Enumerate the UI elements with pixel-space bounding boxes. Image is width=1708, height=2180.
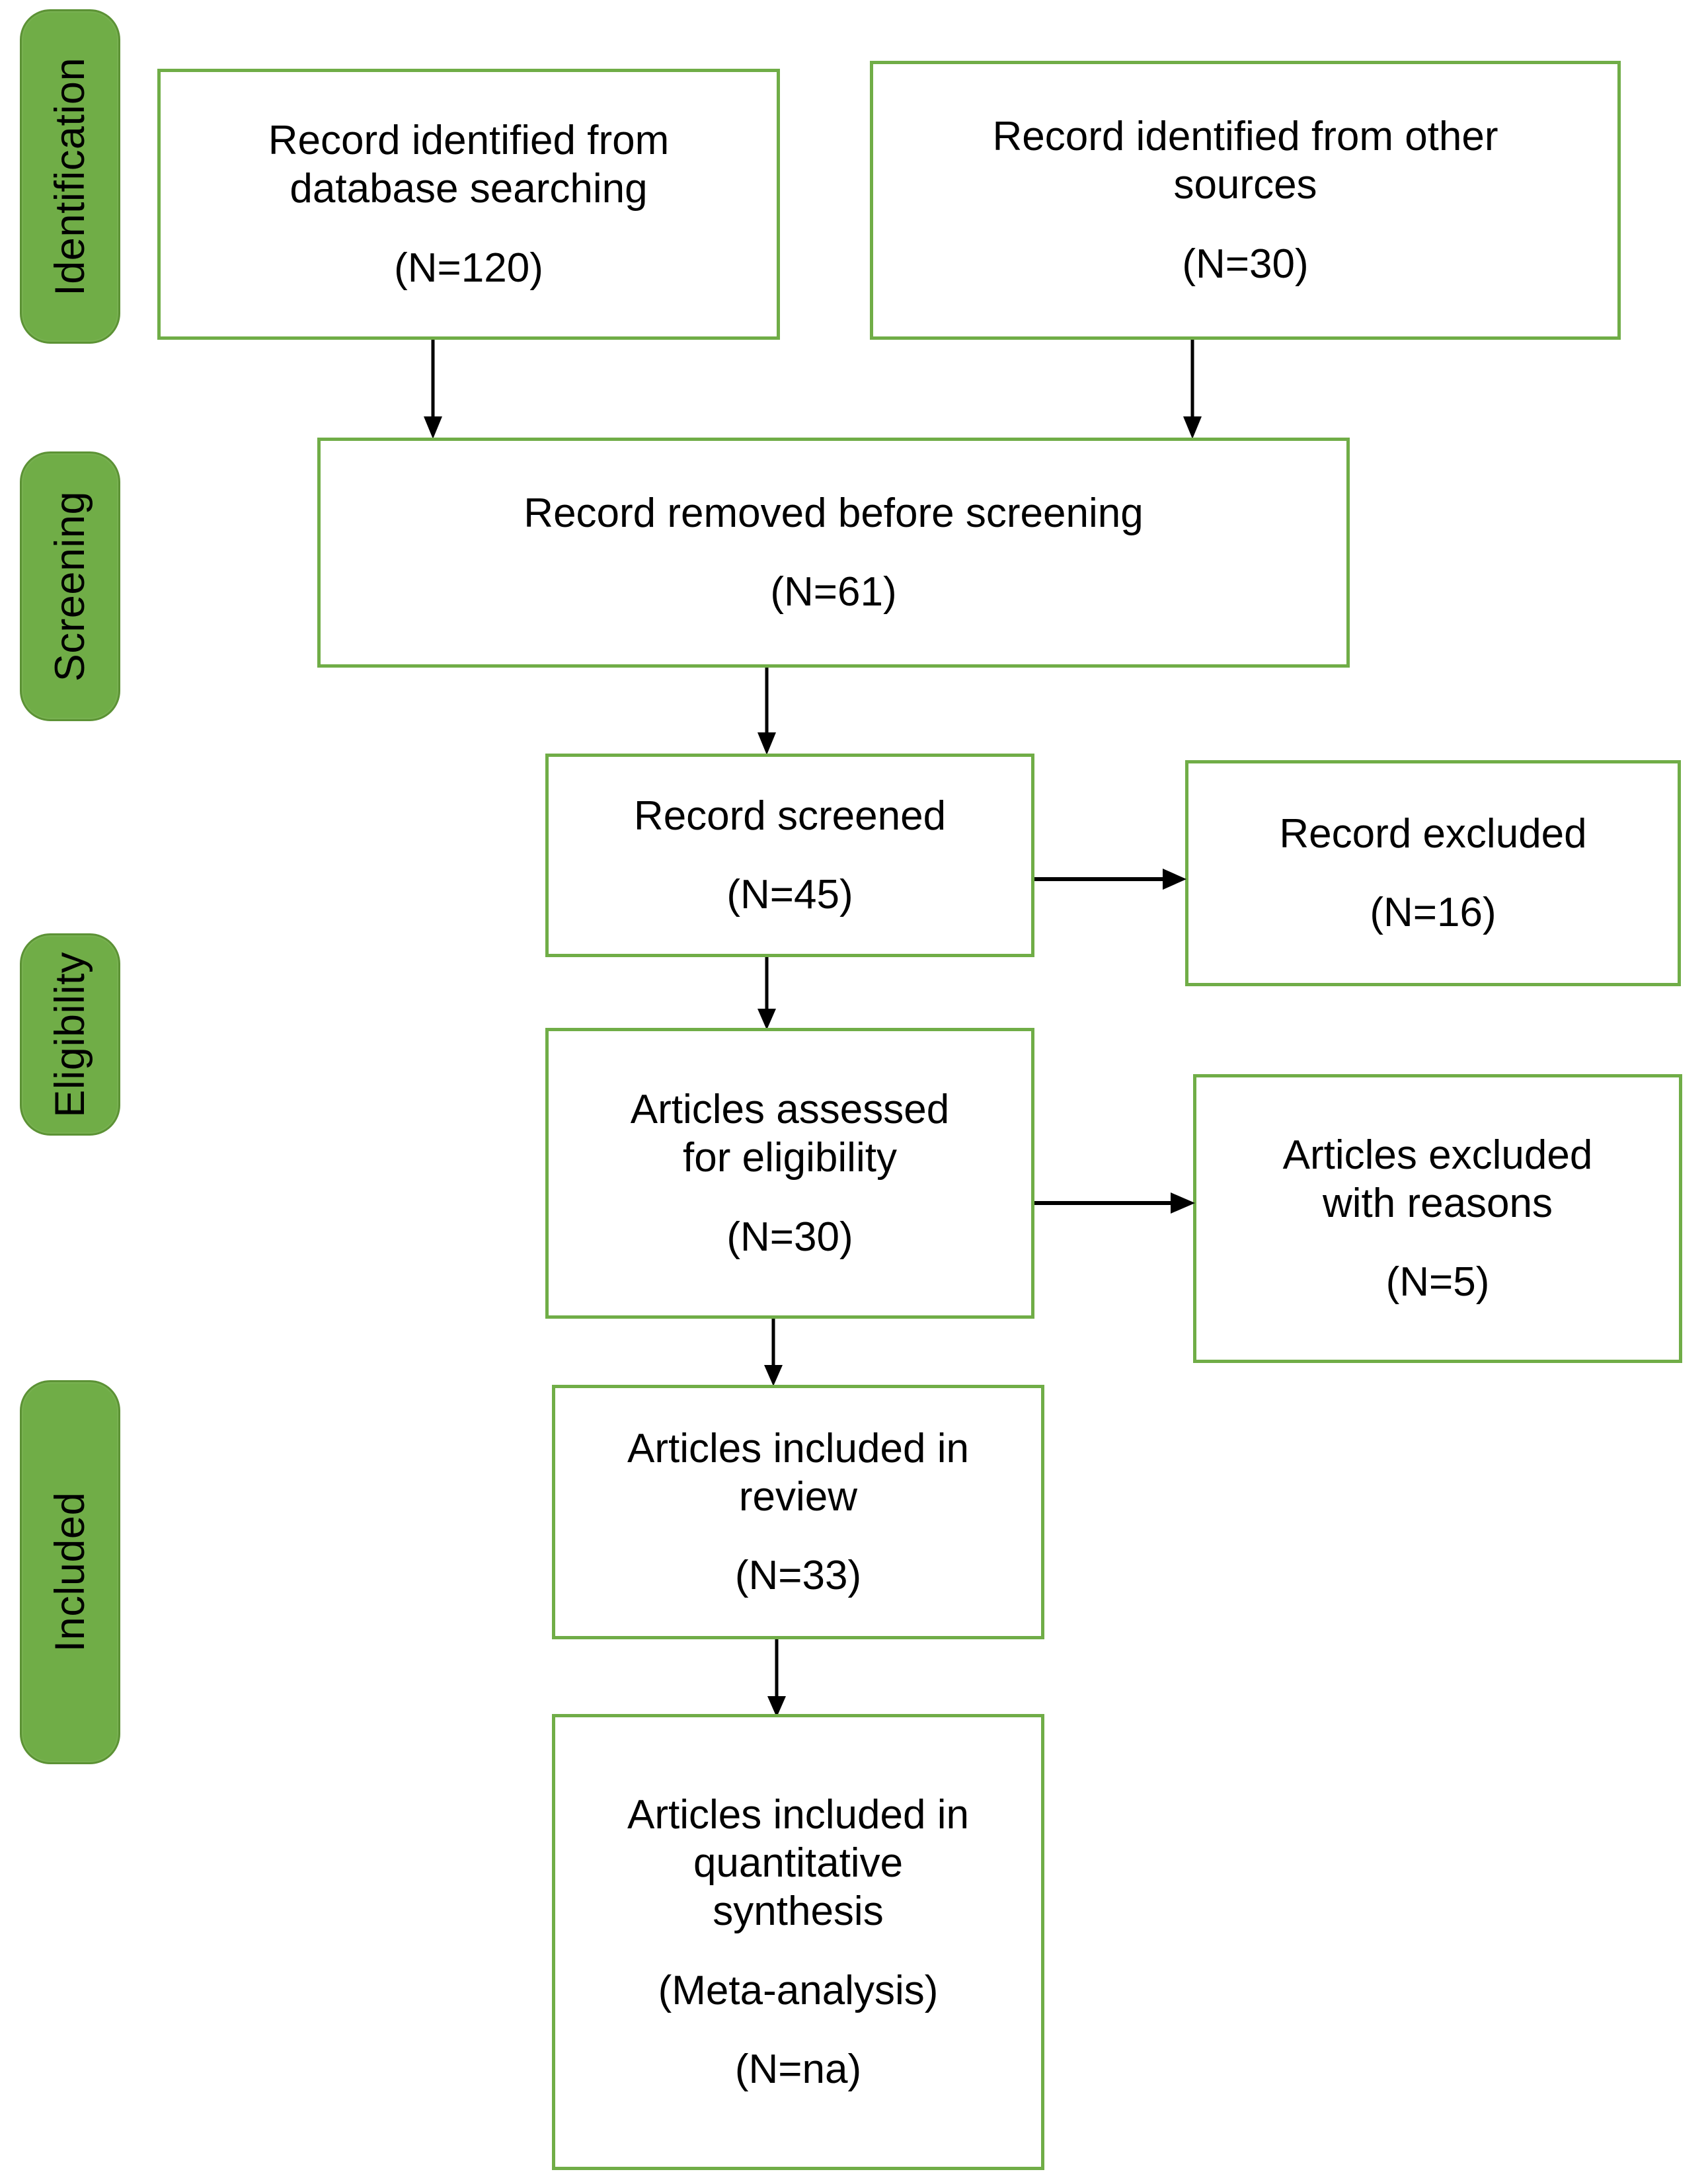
box-record-excluded-count: (N=16) (1370, 890, 1496, 935)
arrow-included-review-to-quantitative (763, 1639, 790, 1719)
box-database-search: Record identified from database searchin… (157, 69, 780, 340)
arrow-removed-to-record-screened (754, 668, 780, 756)
box-included-quantitative-line2: quantitative (693, 1840, 904, 1887)
stage-bar-included: Included (20, 1380, 120, 1764)
box-database-search-line1: Record identified from (268, 118, 670, 164)
box-database-search-count: (N=120) (394, 245, 543, 291)
stage-bar-screening: Screening (20, 451, 120, 721)
box-record-excluded-line1: Record excluded (1279, 810, 1587, 857)
arrow-record-screened-to-record-excluded (1034, 866, 1188, 892)
box-included-quantitative: Articles included in quantitative synthe… (552, 1714, 1044, 2170)
box-record-screened-line1: Record screened (633, 793, 947, 839)
box-included-review-line2: review (738, 1473, 858, 1520)
box-other-sources: Record identified from other sources (N=… (870, 61, 1621, 340)
arrow-other-sources-to-removed (1179, 340, 1206, 440)
arrow-database-search-to-removed (420, 340, 446, 440)
box-articles-excluded: Articles excluded with reasons (N=5) (1193, 1074, 1682, 1363)
box-included-quantitative-line4: (Meta-analysis) (658, 1967, 939, 2013)
box-other-sources-count: (N=30) (1182, 241, 1309, 287)
box-removed-before-screening: Record removed before screening (N=61) (317, 438, 1350, 668)
arrow-record-screened-to-assessed (754, 957, 780, 1031)
stage-bar-identification: Identification (20, 9, 120, 344)
box-included-review-line1: Articles included in (627, 1425, 969, 1471)
box-database-search-line2: database searching (290, 166, 648, 212)
stage-label-identification: Identification (47, 57, 93, 296)
box-articles-excluded-count: (N=5) (1385, 1259, 1490, 1305)
box-included-review: Articles included in review (N=33) (552, 1385, 1044, 1639)
box-assessed-eligibility-line1: Articles assessed (630, 1087, 950, 1133)
box-assessed-eligibility: Articles assessed for eligibility (N=30) (545, 1028, 1034, 1319)
box-other-sources-line1: Record identified from other (992, 114, 1498, 160)
stage-label-included: Included (47, 1492, 93, 1653)
box-included-quantitative-line1: Articles included in (627, 1792, 969, 1838)
box-articles-excluded-line2: with reasons (1322, 1180, 1553, 1226)
box-included-quantitative-count: (N=na) (734, 2046, 862, 2092)
arrow-assessed-to-articles-excluded (1034, 1190, 1196, 1216)
box-other-sources-line2: sources (1173, 162, 1317, 208)
stage-label-screening: Screening (47, 490, 93, 682)
box-included-review-count: (N=33) (734, 1553, 862, 1599)
box-removed-before-screening-line1: Record removed before screening (524, 490, 1144, 536)
stage-label-eligibility: Eligibility (47, 951, 93, 1118)
arrow-assessed-to-included-review (760, 1319, 787, 1387)
box-record-excluded: Record excluded (N=16) (1185, 760, 1681, 986)
box-record-screened: Record screened (N=45) (545, 754, 1034, 957)
box-assessed-eligibility-line2: for eligibility (683, 1135, 897, 1181)
box-articles-excluded-line1: Articles excluded (1282, 1132, 1593, 1178)
stage-bar-eligibility: Eligibility (20, 933, 120, 1136)
box-assessed-eligibility-count: (N=30) (726, 1214, 853, 1260)
box-record-screened-count: (N=45) (726, 872, 853, 917)
box-included-quantitative-line3: synthesis (713, 1888, 884, 1935)
box-removed-before-screening-count: (N=61) (770, 569, 897, 615)
